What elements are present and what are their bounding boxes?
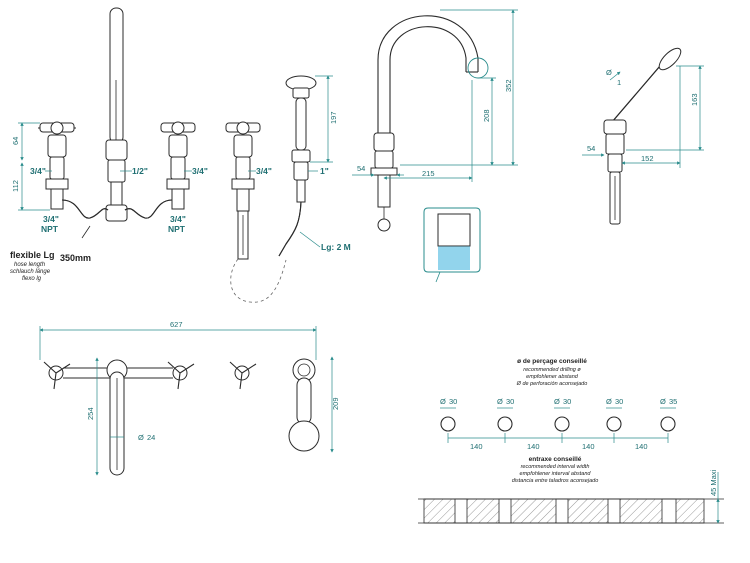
svg-text:Ø: Ø <box>440 397 446 406</box>
dim-54-handset: 54 <box>587 144 595 153</box>
drilling-section: ø de perçage conseillé recommended drill… <box>440 358 677 451</box>
right-valve <box>160 121 196 210</box>
hole-5-label: 35 <box>669 397 677 406</box>
drilling-subtitle-3: Ø de perforación aconsejado <box>516 381 588 387</box>
left-thread-label: 3/4" <box>30 166 46 176</box>
spacing-title: entraxe conseillé <box>529 456 582 463</box>
dim-209: 209 <box>331 397 340 410</box>
diverter-view: 3/4" <box>225 121 287 303</box>
dim-112: 112 <box>11 180 20 192</box>
spout-thread-label: 1/2" <box>132 166 148 176</box>
hole-5: Ø 35 <box>660 397 677 432</box>
drilling-subtitle-1: recommended drilling ø <box>523 367 581 373</box>
dim-352: 352 <box>504 79 513 92</box>
svg-text:Ø: Ø <box>606 397 612 406</box>
plan-view: 627 254 Ø 24 209 <box>39 320 340 476</box>
right-thread-label: 3/4" <box>192 166 208 176</box>
spacing-3: 140 <box>582 442 595 451</box>
dim-208: 208 <box>482 109 491 122</box>
drilling-subtitle-2: empfohlener abstand <box>526 374 579 380</box>
handset-view: Ø 1 163 54 152 <box>582 47 704 225</box>
dim-627: 627 <box>170 320 183 329</box>
right-npt-size: 3/4" <box>170 214 186 224</box>
hose-length-2m: Lg: 2 M <box>321 242 351 252</box>
handshower-thread-label: 1" <box>320 166 329 176</box>
hole-4: Ø 30 <box>606 397 623 432</box>
spacing-4: 140 <box>635 442 648 451</box>
max-thickness: 45 Maxi <box>709 469 718 496</box>
dim-54: 54 <box>357 164 365 173</box>
hole-4-label: 30 <box>615 397 623 406</box>
hole-2: Ø 30 <box>497 397 514 432</box>
spacing-subtitle-1: recommended interval width <box>521 464 590 470</box>
hose-line-2: schlauch länge <box>10 269 51 275</box>
diverter-plan <box>229 361 257 390</box>
countertop-section: entraxe conseillé recommended interval w… <box>418 456 724 524</box>
dim-215: 215 <box>422 169 435 178</box>
left-npt-label: NPT <box>41 224 59 234</box>
hole-3-label: 30 <box>563 397 571 406</box>
dim-197: 197 <box>329 111 338 124</box>
dim-1: 1 <box>617 78 621 87</box>
svg-text:Ø: Ø <box>497 397 503 406</box>
dim-1-prefix: Ø <box>606 68 612 77</box>
spacing-subtitle-3: distancia entre taladros aconsejado <box>512 478 599 484</box>
hose-title: flexible Lg <box>10 250 55 260</box>
hole-3: Ø 30 <box>554 397 571 432</box>
hole-2-label: 30 <box>506 397 514 406</box>
hose-line-3: flexo lg <box>22 276 42 282</box>
right-npt-label: NPT <box>168 224 186 234</box>
diverter-thread-label: 3/4" <box>256 166 272 176</box>
svg-text:Ø: Ø <box>660 397 666 406</box>
hole-1-label: 30 <box>449 397 457 406</box>
dim-163: 163 <box>690 93 699 106</box>
spacing-1: 140 <box>470 442 483 451</box>
spacing-2: 140 <box>527 442 540 451</box>
dim-64: 64 <box>11 137 20 145</box>
drilling-title: ø de perçage conseillé <box>517 358 587 365</box>
left-npt-size: 3/4" <box>43 214 59 224</box>
spout-side-view: 352 208 54 215 <box>352 9 518 283</box>
spout-outlet-detail <box>423 207 481 283</box>
hose-length: 350mm <box>60 253 91 263</box>
dim-24-prefix: Ø <box>138 433 144 442</box>
right-handle-plan <box>167 361 195 390</box>
left-handle-plan <box>43 361 71 390</box>
hose-line-1: hose length <box>14 262 46 268</box>
left-valve <box>38 121 76 210</box>
spacing-subtitle-2: empfohlener interval abstand <box>520 471 592 477</box>
dim-24: 24 <box>147 433 155 442</box>
handshower-view: 197 1" Lg: 2 M <box>278 75 351 257</box>
hole-1: Ø 30 <box>440 397 457 432</box>
dim-254: 254 <box>86 407 95 420</box>
svg-text:Ø: Ø <box>554 397 560 406</box>
dim-152: 152 <box>641 154 654 163</box>
front-view: 64 112 3/4" 1/2" 3/4" 3/4" NPT 3/4" NPT … <box>10 7 208 282</box>
